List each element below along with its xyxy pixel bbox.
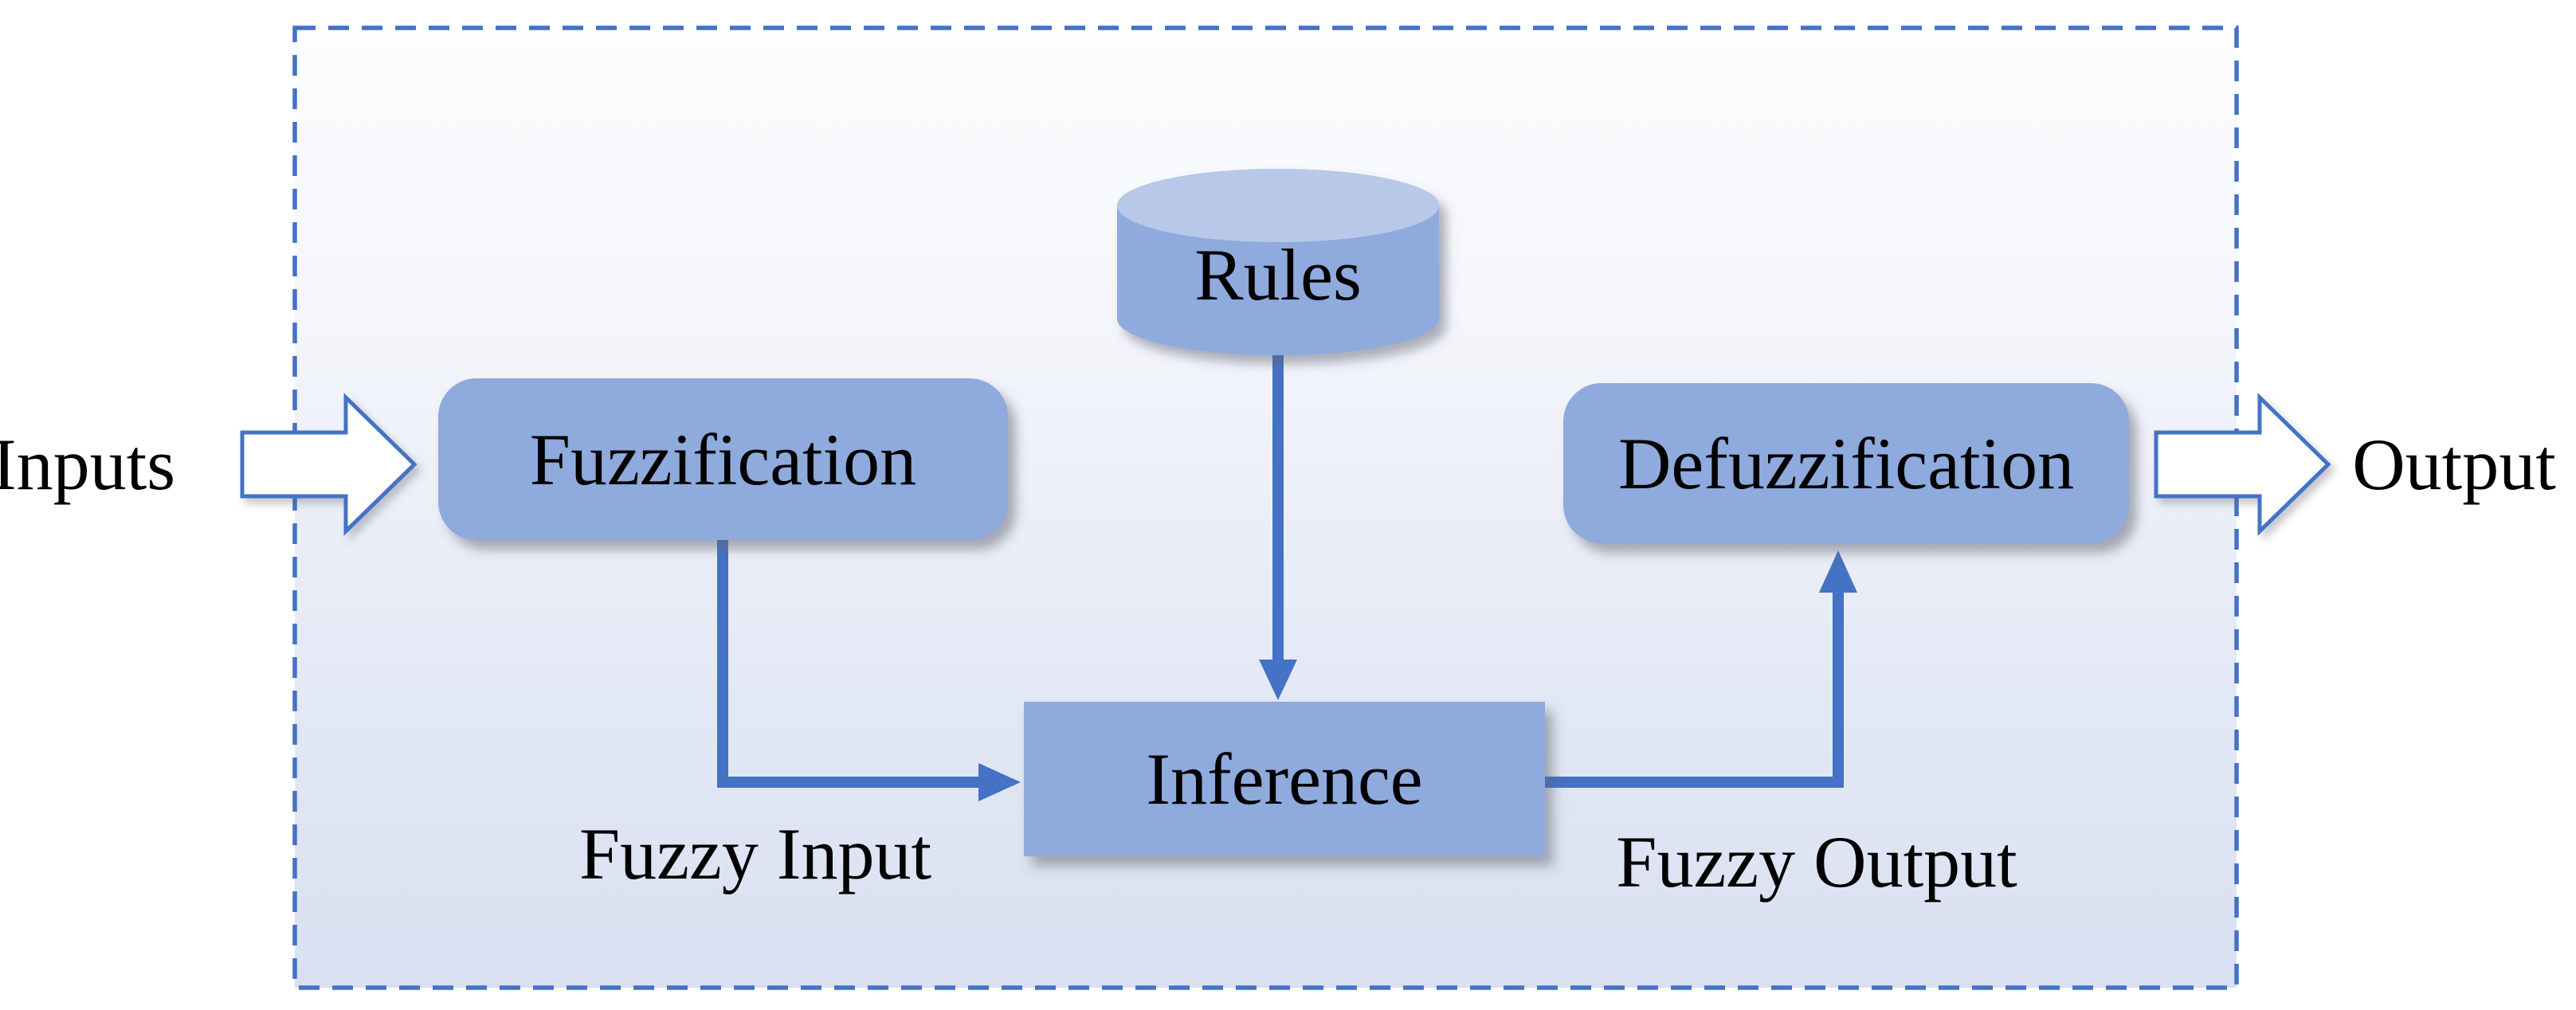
output-label: Output	[2352, 424, 2556, 505]
edge-label-fuzzy-input: Fuzzy Input	[578, 813, 932, 895]
arrowhead-down-icon	[1259, 660, 1297, 700]
input-block-arrow-icon	[240, 393, 418, 536]
connector-rules-to-inference	[1259, 350, 1297, 700]
node-inference: Inference	[1024, 702, 1545, 856]
edge-label-fuzzy-output: Fuzzy Output	[1616, 821, 2017, 902]
arrowhead-right-icon	[978, 763, 1021, 801]
system-boundary-border	[292, 25, 2239, 990]
node-defuzzification: Defuzzification	[1563, 383, 2129, 543]
node-rules-label: Rules	[1194, 234, 1362, 315]
inputs-label: Inputs	[0, 424, 175, 505]
node-fuzzification: Fuzzification	[438, 378, 1008, 540]
connector-inference-to-defuzzification	[1545, 550, 1857, 788]
connector-fuzzification-to-inference	[717, 535, 1021, 801]
node-fuzzification-label: Fuzzification	[529, 418, 917, 500]
arrowhead-up-icon	[1819, 550, 1857, 593]
rules-cylinder	[1117, 169, 1439, 355]
output-block-arrow-icon	[2154, 393, 2331, 536]
node-defuzzification-label: Defuzzification	[1617, 422, 2075, 504]
node-inference-label: Inference	[1146, 738, 1423, 820]
cylinder-top-ellipse	[1117, 169, 1439, 242]
